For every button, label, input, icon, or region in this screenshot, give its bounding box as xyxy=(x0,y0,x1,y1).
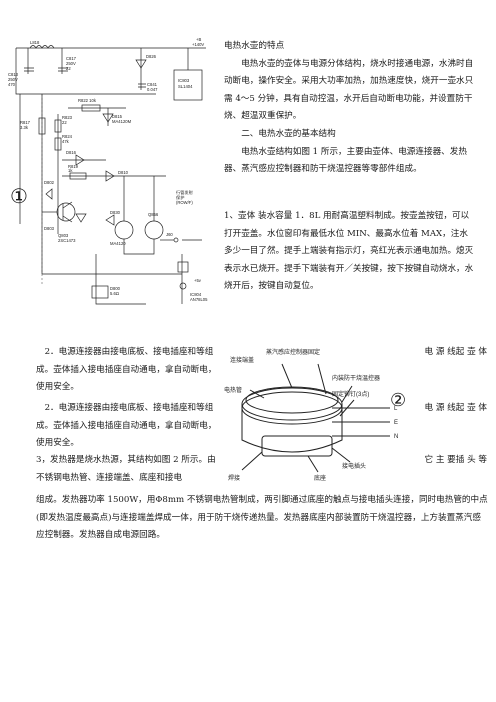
label-end-cap: 连接端盖 xyxy=(230,356,254,364)
figure-2-number: ② xyxy=(390,390,407,411)
label-r822: R822 10k xyxy=(78,98,97,103)
label-c841c: 0.047 xyxy=(147,87,158,92)
label-heating-tube: 电热管 xyxy=(224,386,242,394)
label-c813: C813 xyxy=(8,72,19,77)
label-L: L xyxy=(394,406,398,412)
text-column: 电热水壶的特点 电热水壶的壶体与电源分体结构，烧水时接通电源，水沸时自动断电，操… xyxy=(224,38,476,179)
section-2-title: 二、电热水壶的基本结构 xyxy=(241,128,336,139)
label-r824: R824 xyxy=(62,134,73,139)
label-steam-sensor: 蒸汽感应控制器固定 xyxy=(266,348,320,356)
label-base: 底座 xyxy=(314,474,326,482)
label-d800-value: 5.6Ω xyxy=(110,291,119,296)
label-r823-value: 22 xyxy=(62,120,67,125)
circuit-schematic: L818 C813 250V 470 C817 250V 22 D826 C84… xyxy=(8,37,208,305)
label-j60: J60 xyxy=(166,232,173,237)
label-d830-model: MA4120 xyxy=(110,241,126,246)
label-d802: D802 xyxy=(44,180,55,185)
label-thermostat: 内装防干烧温控器 xyxy=(332,374,380,382)
item-2a-left: 2．电源连接器由接电底板、接电插座和等组成。壶体插入接电插座自动通电，拿自动断电… xyxy=(36,344,220,397)
label-d816: D816 xyxy=(66,150,77,155)
item-1-text: 1、壶体 装水容量 1．8L 用耐高温塑料制成。按壶盖按钮，可以打开壶盖。水位窗… xyxy=(224,211,474,292)
label-ic804: IC804 xyxy=(190,292,202,297)
label-plus-voltage: +140V xyxy=(192,42,204,47)
label-row: 行管发射 xyxy=(176,189,193,196)
item-2a-text: 2．电源连接器由接电底板、接电插座和等组成。壶体插入接电插座自动通电，拿自动断电… xyxy=(36,347,217,393)
figure-1-number: ① xyxy=(10,184,28,208)
label-d826: D826 xyxy=(146,54,157,59)
para-intro: 电热水壶的壶体与电源分体结构，烧水时接通电源，水沸时自动断电，操作安全。采用大功… xyxy=(224,58,474,122)
label-c817v: 250V xyxy=(66,61,76,66)
heading-features: 电热水壶的特点 xyxy=(224,41,285,51)
label-d830: D830 xyxy=(110,210,121,215)
label-plug: 接电插头 xyxy=(342,462,366,470)
item-1-wrapper: 1、壶体 装水容量 1．8L 用耐高温塑料制成。按壶盖按钮，可以打开壶盖。水位窗… xyxy=(224,208,476,296)
label-d810: D810 xyxy=(118,170,129,175)
label-d800: D800 xyxy=(110,286,121,291)
label-c841: C841 xyxy=(147,82,158,87)
label-r823: R823 xyxy=(62,115,73,120)
section-2-para: 电热水壶结构如图 1 所示，主要由壶体、电源连接器、发热器、蒸汽感应控制器和防干… xyxy=(224,146,467,175)
label-ic803-model: SL1404 xyxy=(178,84,193,89)
label-d815: D815 xyxy=(112,114,123,119)
label-ic804-model: AN78L05 xyxy=(190,297,208,302)
label-N: N xyxy=(394,434,398,440)
label-r817-value: 3.3k xyxy=(20,125,29,130)
label-q803: Q803 xyxy=(58,233,69,238)
item-2b-left: 2．电源连接器由接电底板、接电插座和等组成。壶体插入接电插座自动通电，拿自动断电… xyxy=(36,400,220,453)
label-d803: D803 xyxy=(44,226,55,231)
label-r817: R817 xyxy=(20,120,31,125)
item-2a-right-text: 电 源 线起 壶 体 xyxy=(424,347,488,357)
label-l818: L818 xyxy=(30,40,40,45)
item-3-right-text: 它 主 要插 头 等 xyxy=(424,455,488,465)
item-2b-text: 2．电源连接器由接电底板、接电插座和等组成。壶体插入接电插座自动通电，拿自动断电… xyxy=(36,403,217,449)
item-2b-right-text: 电 源 线起 壶 体 xyxy=(424,403,488,413)
label-q803-model: 2SC1473 xyxy=(58,238,76,243)
label-ic803: IC803 xyxy=(178,78,190,83)
heater-diagram: 蒸汽感应控制器固定 连接端盖 电热管 内装防干烧温控器 固定铆钉(3点) L E… xyxy=(224,348,398,482)
item-3-full-text: 组成。发热器功率 1500W，用Φ8mm 不锈钢电热管制成，两引脚通过底座的触点… xyxy=(36,495,488,541)
label-c813v: 250V xyxy=(8,77,18,82)
item-3-full: 组成。发热器功率 1500W，用Φ8mm 不锈钢电热管制成，两引脚通过底座的触点… xyxy=(36,492,488,545)
item-3-text: 3，发热器是烧水热源，其结构如图 2 所示。由不锈钢电热管、连接端盖、底座和接电 xyxy=(36,455,216,483)
label-E: E xyxy=(394,420,398,426)
label-d815-model: MA4120M xyxy=(112,119,132,124)
label-c813c: 470 xyxy=(8,82,16,87)
item-3-left: 3，发热器是烧水热源，其结构如图 2 所示。由不锈钢电热管、连接端盖、底座和接电 xyxy=(36,452,220,487)
label-q856: Q856 xyxy=(148,212,159,217)
label-r819: R819 xyxy=(68,164,79,169)
label-plus-b: +B xyxy=(196,37,201,42)
label-r819-value: 1k xyxy=(68,168,73,173)
item-2a-right: 电 源 线起 壶 体 xyxy=(405,344,488,362)
item-3-right: 它 主 要插 头 等 xyxy=(405,452,488,470)
label-weld: 焊接 xyxy=(228,474,240,482)
label-row2: 保护 xyxy=(176,194,184,201)
label-row3: (ROW/F) xyxy=(176,200,193,205)
label-rivet: 固定铆钉(3点) xyxy=(332,390,369,398)
label-c817: C817 xyxy=(66,56,77,61)
label-r824-value: 47k xyxy=(62,139,70,144)
label-c817c: 22 xyxy=(66,66,71,71)
item-2b-right: 电 源 线起 壶 体 xyxy=(405,400,488,418)
label-5v: +5v xyxy=(194,278,202,283)
